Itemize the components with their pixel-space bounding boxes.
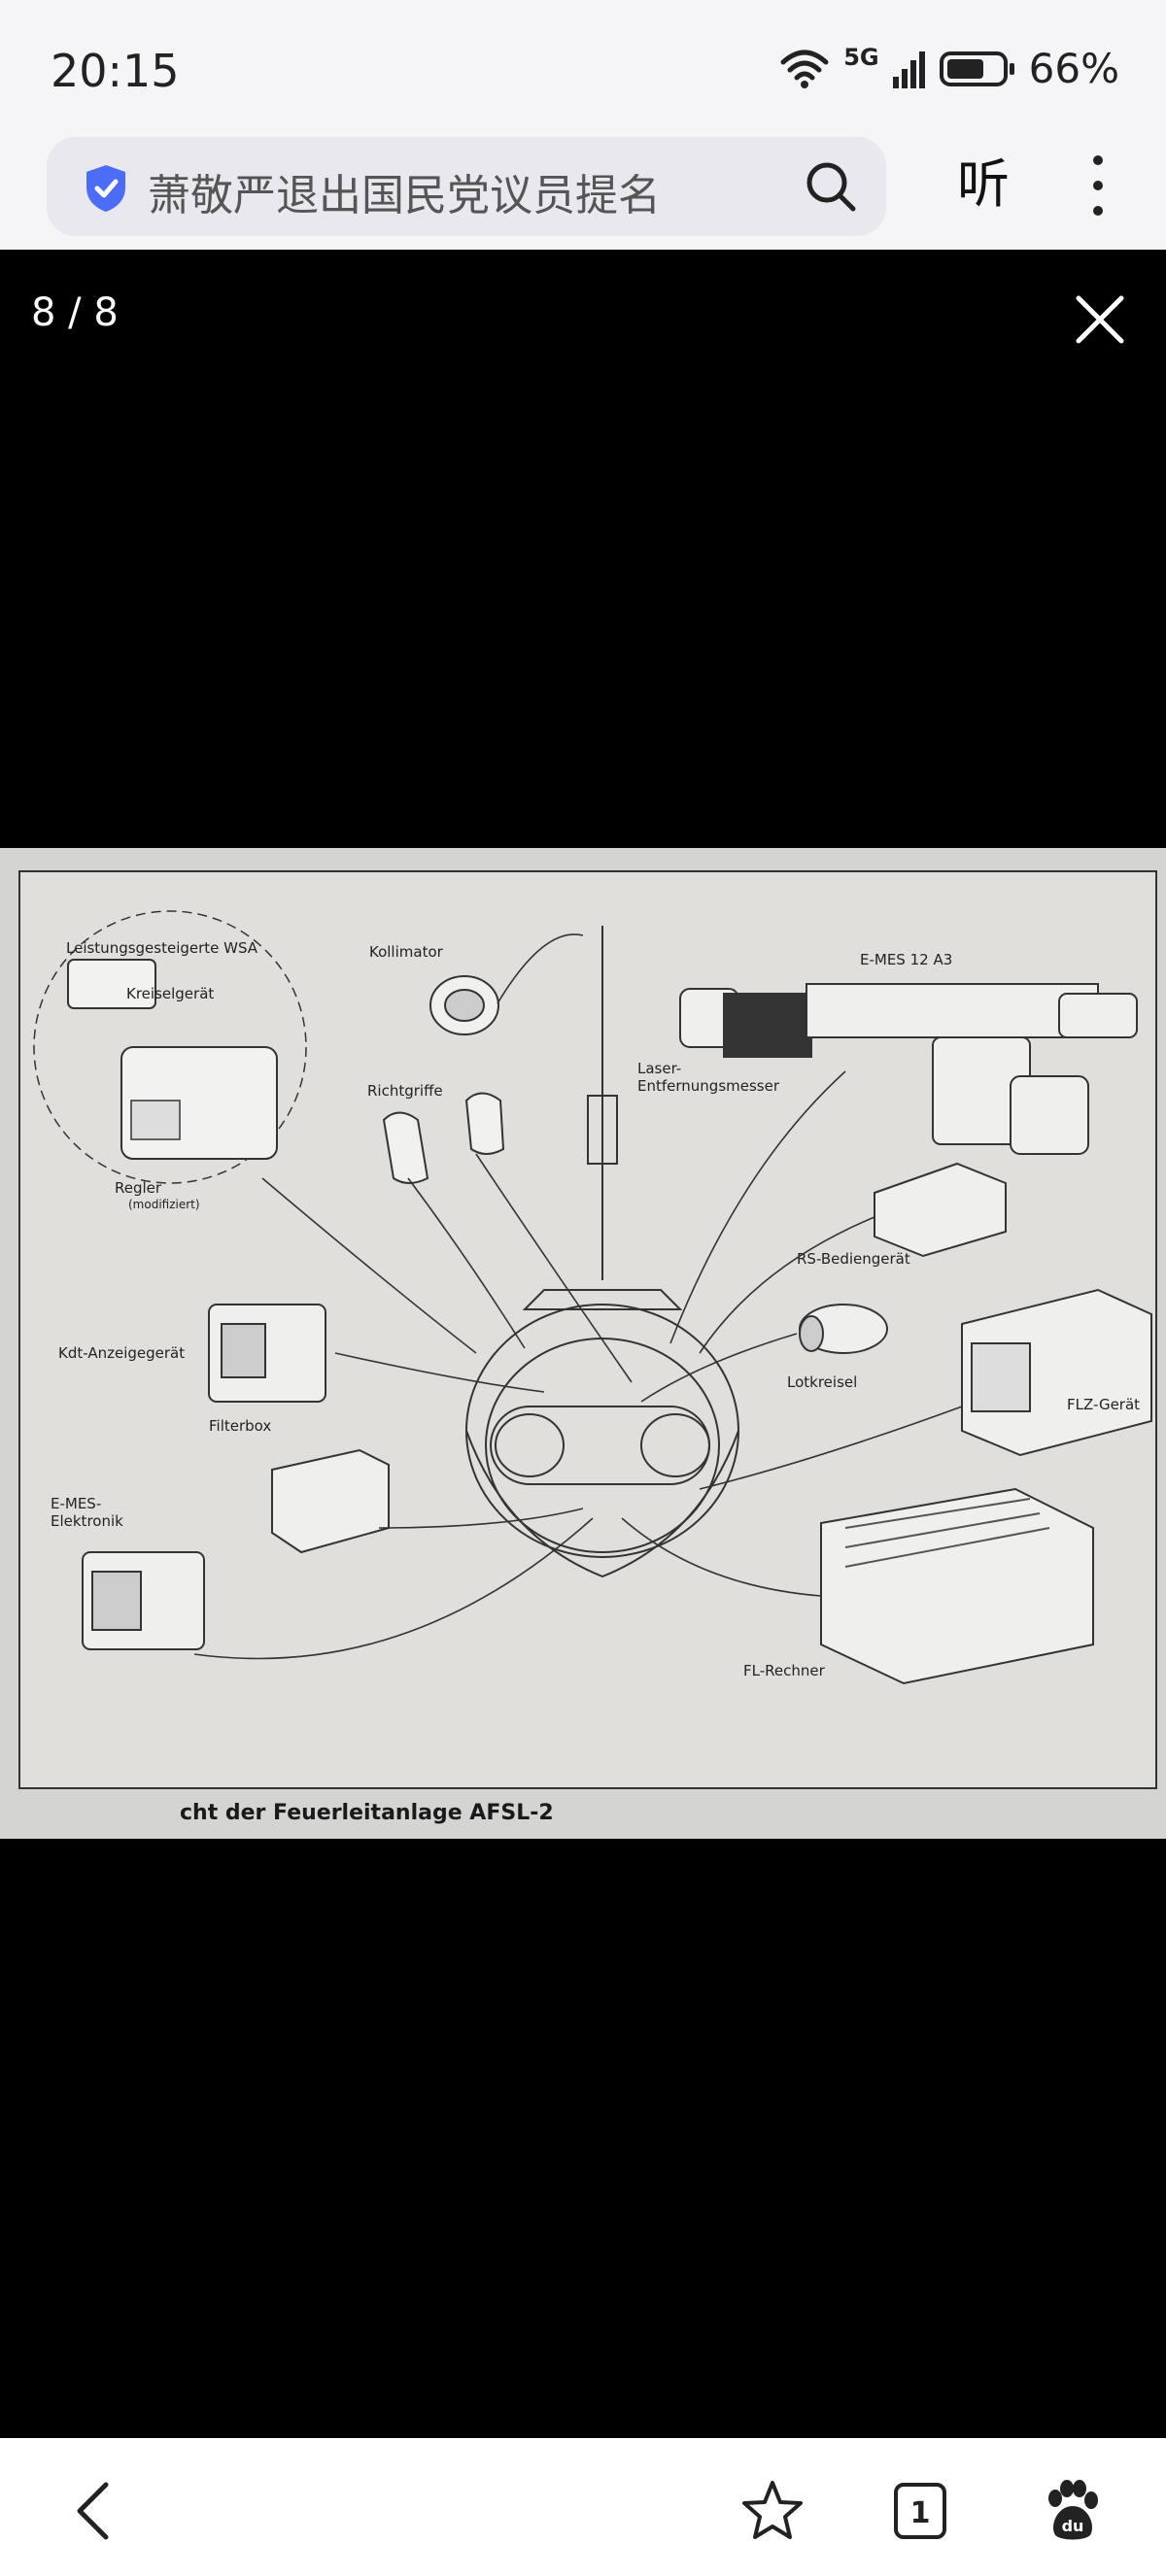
kdt-anzeigegeraet-device	[208, 1304, 326, 1403]
status-time: 20:15	[51, 45, 180, 97]
label-laser-1: Laser-	[637, 1060, 681, 1077]
label-rs-bediengeraet: RS-Bediengerät	[797, 1250, 910, 1268]
label-kreiselgeraet: Kreiselgerät	[126, 985, 214, 1002]
label-flz-geraet: FLZ-Gerät	[1067, 1396, 1140, 1413]
battery-icon	[939, 51, 1014, 86]
battery-percent: 66%	[1028, 45, 1119, 92]
kollimator-device	[429, 975, 499, 1035]
label-regler: Regler	[115, 1179, 162, 1197]
lotkreisel-device	[799, 1304, 888, 1354]
label-kollimator: Kollimator	[369, 943, 444, 961]
bottom-nav: 1 du	[0, 2438, 1166, 2576]
status-indicators: 5G 66%	[779, 43, 1119, 92]
star-icon[interactable]	[738, 2477, 806, 2545]
center-mount	[465, 926, 739, 1578]
fire-control-diagram: Leistungsgesteigerte WSA Kreiselgerät Re…	[0, 848, 1166, 1839]
wifi-icon	[780, 50, 829, 88]
tabs-count: 1	[910, 2496, 931, 2530]
search-box[interactable]: 萧敬严退出国民党议员提名	[47, 137, 886, 236]
listen-button[interactable]: 听	[957, 153, 1010, 215]
network-type: 5G	[843, 43, 879, 71]
rs-bediengeraet-device	[874, 1162, 1007, 1258]
label-laser-2: Entfernungsmesser	[637, 1077, 780, 1095]
label-kdt-anzeigegeraet: Kdt-Anzeigegerät	[58, 1344, 185, 1362]
back-arrow-icon[interactable]	[62, 2477, 130, 2545]
label-emes-title: E-MES 12 A3	[860, 951, 952, 968]
label-lotkreisel: Lotkreisel	[787, 1373, 857, 1391]
label-emes-elektronik-2: Elektronik	[51, 1512, 123, 1530]
search-header: 萧敬严退出国民党议员提名 听	[0, 131, 1166, 250]
baidu-paw-icon[interactable]: du	[1038, 2477, 1106, 2545]
label-emes-elektronik-1: E-MES-	[51, 1495, 101, 1512]
label-filterbox: Filterbox	[209, 1417, 271, 1435]
tabs-icon: 1	[894, 2483, 946, 2539]
diagram-photo[interactable]: Leistungsgesteigerte WSA Kreiselgerät Re…	[0, 848, 1166, 1839]
tabs-button[interactable]: 1	[886, 2477, 954, 2545]
caption-obscured	[19, 1795, 185, 1824]
search-query[interactable]: 萧敬严退出国民党议员提名	[148, 171, 661, 220]
connection-lines	[193, 933, 963, 1660]
more-vertical-icon[interactable]	[1079, 153, 1117, 219]
label-regler-note: (modifiziert)	[128, 1198, 200, 1211]
shield-check-icon	[86, 165, 125, 212]
svg-text:du: du	[1062, 2517, 1084, 2535]
signal-icon	[892, 51, 925, 88]
label-wsa-group: Leistungsgesteigerte WSA	[66, 939, 258, 957]
wsa-group	[33, 910, 307, 1184]
search-icon[interactable]	[805, 160, 857, 213]
page-counter: 8 / 8	[31, 290, 119, 335]
flz-geraet-device	[961, 1288, 1152, 1457]
fl-rechner-device	[820, 1487, 1094, 1685]
emes-sight-device	[679, 983, 1138, 1155]
richtgriffe-device	[382, 1092, 505, 1184]
close-icon[interactable]	[1071, 290, 1129, 349]
label-richtgriffe: Richtgriffe	[367, 1082, 443, 1100]
label-fl-rechner: FL-Rechner	[743, 1662, 826, 1679]
diagram-caption: cht der Feuerleitanlage AFSL-2	[180, 1801, 554, 1825]
status-bar: 20:15 5G 66%	[0, 0, 1166, 131]
emes-elektronik-device	[82, 1551, 205, 1650]
image-viewer: 8 / 8	[0, 250, 1166, 2438]
